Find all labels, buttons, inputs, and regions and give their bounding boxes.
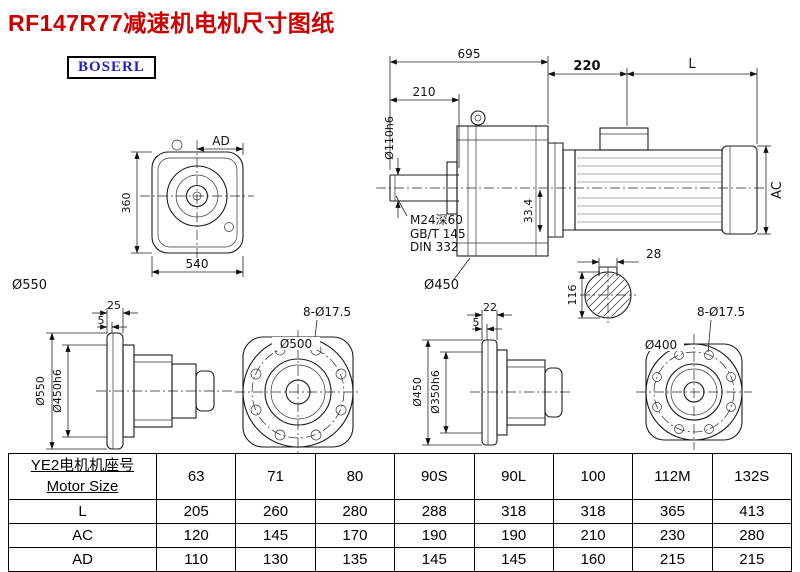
flange-face-view-400: 8-Ø17.5 Ø400 bbox=[636, 305, 752, 450]
face-dia-400-label: Ø400 bbox=[645, 338, 677, 352]
dim-334-label: 33.4 bbox=[522, 199, 535, 224]
flange-face-view-500: 8-Ø17.5 Ø500 bbox=[235, 305, 361, 453]
row-label-ac: AC bbox=[8, 523, 157, 548]
size-col-4: 90L bbox=[473, 453, 554, 500]
ac-value-5: 210 bbox=[552, 523, 634, 548]
dim-5b-label: 5 bbox=[473, 316, 480, 329]
table-row-ad: AD 110 130 135 145 145 160 215 215 bbox=[8, 547, 793, 572]
ac-value-4: 190 bbox=[473, 523, 554, 548]
dim-220-label: 220 bbox=[573, 59, 600, 74]
dim-540-label: 540 bbox=[186, 257, 209, 271]
l-value-7: 413 bbox=[711, 499, 793, 524]
dim-25-label: 25 bbox=[107, 299, 121, 312]
table-row-l: L 205 260 280 288 318 318 365 413 bbox=[8, 499, 793, 524]
lifting-eye-icon bbox=[470, 110, 486, 126]
ad-value-6: 215 bbox=[632, 547, 713, 572]
tap-note-din: DIN 332 bbox=[410, 240, 458, 254]
size-col-7: 132S bbox=[711, 453, 793, 500]
l-value-2: 280 bbox=[314, 499, 396, 524]
ac-value-3: 190 bbox=[394, 523, 475, 548]
size-col-3: 90S bbox=[394, 453, 475, 500]
ad-value-4: 145 bbox=[473, 547, 554, 572]
l-value-0: 205 bbox=[155, 499, 237, 524]
ac-value-7: 280 bbox=[711, 523, 793, 548]
flange-od-label: Ø550 bbox=[34, 376, 47, 406]
ad-value-0: 110 bbox=[155, 547, 237, 572]
motor-size-en: Motor Size bbox=[46, 477, 119, 495]
ad-value-3: 145 bbox=[394, 547, 475, 572]
bolt-holes-400-label: 8-Ø17.5 bbox=[697, 305, 745, 319]
dim-695-label: 695 bbox=[458, 47, 481, 61]
dim-ad-label: AD bbox=[212, 134, 229, 148]
page-title: RF147R77减速机电机尺寸图纸 bbox=[8, 10, 335, 36]
flange-pilot-350-label: Ø350h6 bbox=[429, 370, 442, 414]
size-col-6: 112M bbox=[632, 453, 713, 500]
dim-28-label: 28 bbox=[646, 247, 661, 261]
table-header-motor-size: YE2电机机座号 Motor Size bbox=[8, 453, 157, 500]
main-flange-dia-label: Ø450 bbox=[424, 278, 459, 293]
ad-value-1: 130 bbox=[235, 547, 316, 572]
size-col-2: 80 bbox=[314, 453, 396, 500]
shaft-section-view: 28 116 bbox=[566, 247, 661, 323]
motor-size-cn: YE2电机机座号 bbox=[30, 457, 135, 475]
boserl-logo: BOSERL bbox=[67, 56, 156, 79]
row-label-l: L bbox=[8, 499, 157, 524]
fan-cover bbox=[721, 145, 758, 235]
lifting-eye-icon bbox=[171, 139, 183, 151]
flange-od-450-label: Ø450 bbox=[411, 377, 424, 407]
l-value-5: 318 bbox=[552, 499, 634, 524]
technical-drawing: 695 220 L 210 Ø110h6 M24深60 GB/T 145 DIN… bbox=[12, 47, 785, 453]
face-dia-500-label: Ø500 bbox=[280, 337, 312, 351]
size-col-5: 100 bbox=[552, 453, 634, 500]
ac-value-2: 170 bbox=[314, 523, 396, 548]
l-value-6: 365 bbox=[632, 499, 713, 524]
table-row-ac: AC 120 145 170 190 190 210 230 280 bbox=[8, 523, 793, 548]
front-dia-label: Ø550 bbox=[12, 278, 47, 293]
flange-pilot-label: Ø450h6 bbox=[51, 369, 64, 413]
l-value-1: 260 bbox=[235, 499, 316, 524]
l-value-4: 318 bbox=[473, 499, 554, 524]
dim-ac-label: AC bbox=[770, 181, 785, 199]
ac-value-6: 230 bbox=[632, 523, 713, 548]
tap-note-gbt: GB/T 145 bbox=[410, 227, 466, 241]
ad-value-7: 215 bbox=[711, 547, 793, 572]
dim-5-label: 5 bbox=[98, 314, 105, 327]
dim-l-label: L bbox=[688, 57, 696, 72]
dimension-table: YE2电机机座号 Motor Size 63 71 80 90S 90L 100… bbox=[8, 453, 793, 572]
l-value-3: 288 bbox=[394, 499, 475, 524]
dim-22-label: 22 bbox=[483, 301, 497, 314]
dim-360-label: 360 bbox=[120, 193, 133, 214]
ac-value-1: 145 bbox=[235, 523, 316, 548]
flange-side-view-450: 22 5 Ø450 Ø350h6 bbox=[411, 301, 572, 446]
size-col-1: 71 bbox=[235, 453, 316, 500]
ad-value-5: 160 bbox=[552, 547, 634, 572]
row-label-ad: AD bbox=[8, 547, 157, 572]
tap-note-m24: M24深60 bbox=[410, 213, 463, 227]
shaft-diameter-label: Ø110h6 bbox=[383, 116, 396, 160]
size-col-0: 63 bbox=[155, 453, 237, 500]
terminal-box bbox=[599, 127, 649, 151]
main-side-view bbox=[376, 110, 766, 257]
main-view-dimensions: 695 220 L 210 Ø110h6 M24深60 GB/T 145 DIN… bbox=[383, 47, 785, 293]
front-view: AD 360 540 Ø550 bbox=[12, 134, 254, 293]
flange-side-view-550: 25 5 Ø550 Ø450h6 bbox=[34, 299, 232, 450]
ac-value-0: 120 bbox=[155, 523, 237, 548]
dim-116-label: 116 bbox=[566, 285, 579, 306]
ad-value-2: 135 bbox=[314, 547, 396, 572]
dim-210-label: 210 bbox=[413, 85, 436, 99]
bolt-holes-label: 8-Ø17.5 bbox=[303, 305, 351, 319]
